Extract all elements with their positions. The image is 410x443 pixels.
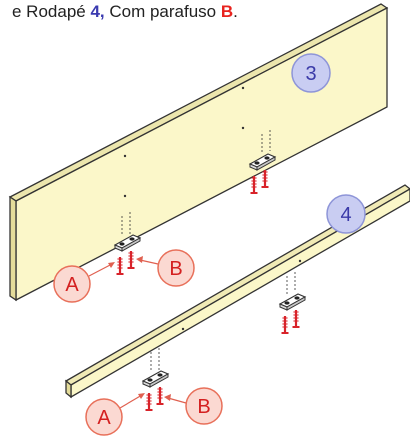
panel-end-edge <box>9 195 17 302</box>
part-badge-4: 4 <box>326 194 366 234</box>
svg-text:A: A <box>97 407 111 429</box>
screw-icon <box>115 255 125 276</box>
rail-4 <box>64 184 410 399</box>
caption-suffix: . <box>233 2 238 21</box>
caption-part-ref: 4, <box>90 2 105 21</box>
screw-icon <box>291 308 301 329</box>
bracket-rail-left <box>142 370 169 388</box>
screw-icon <box>126 249 136 270</box>
svg-text:3: 3 <box>305 63 316 85</box>
svg-text:B: B <box>197 396 210 418</box>
svg-text:B: B <box>169 258 182 280</box>
screw-icon <box>249 174 259 195</box>
panel-face <box>15 6 388 302</box>
caption-middle: Com parafuso <box>104 2 221 21</box>
instruction-caption: e Rodapé 4, Com parafuso B. <box>12 2 238 22</box>
callout-b-upper: B <box>136 249 195 287</box>
caption-screw-ref: B <box>220 2 234 21</box>
rail-end <box>65 379 72 399</box>
callout-b-lower: B <box>164 387 223 425</box>
bracket-rail-right <box>279 293 306 311</box>
part-badge-3: 3 <box>291 53 331 93</box>
svg-text:A: A <box>65 274 79 296</box>
panel-3 <box>8 3 389 302</box>
caption-prefix: e Rodapé <box>12 2 91 21</box>
screw-icon <box>144 391 154 412</box>
svg-text:4: 4 <box>340 204 351 226</box>
screw-icon <box>155 385 165 406</box>
screw-icon <box>280 314 290 335</box>
callout-a-lower: A <box>85 393 145 436</box>
callout-a-upper: A <box>53 262 115 303</box>
screw-icon <box>260 168 270 189</box>
